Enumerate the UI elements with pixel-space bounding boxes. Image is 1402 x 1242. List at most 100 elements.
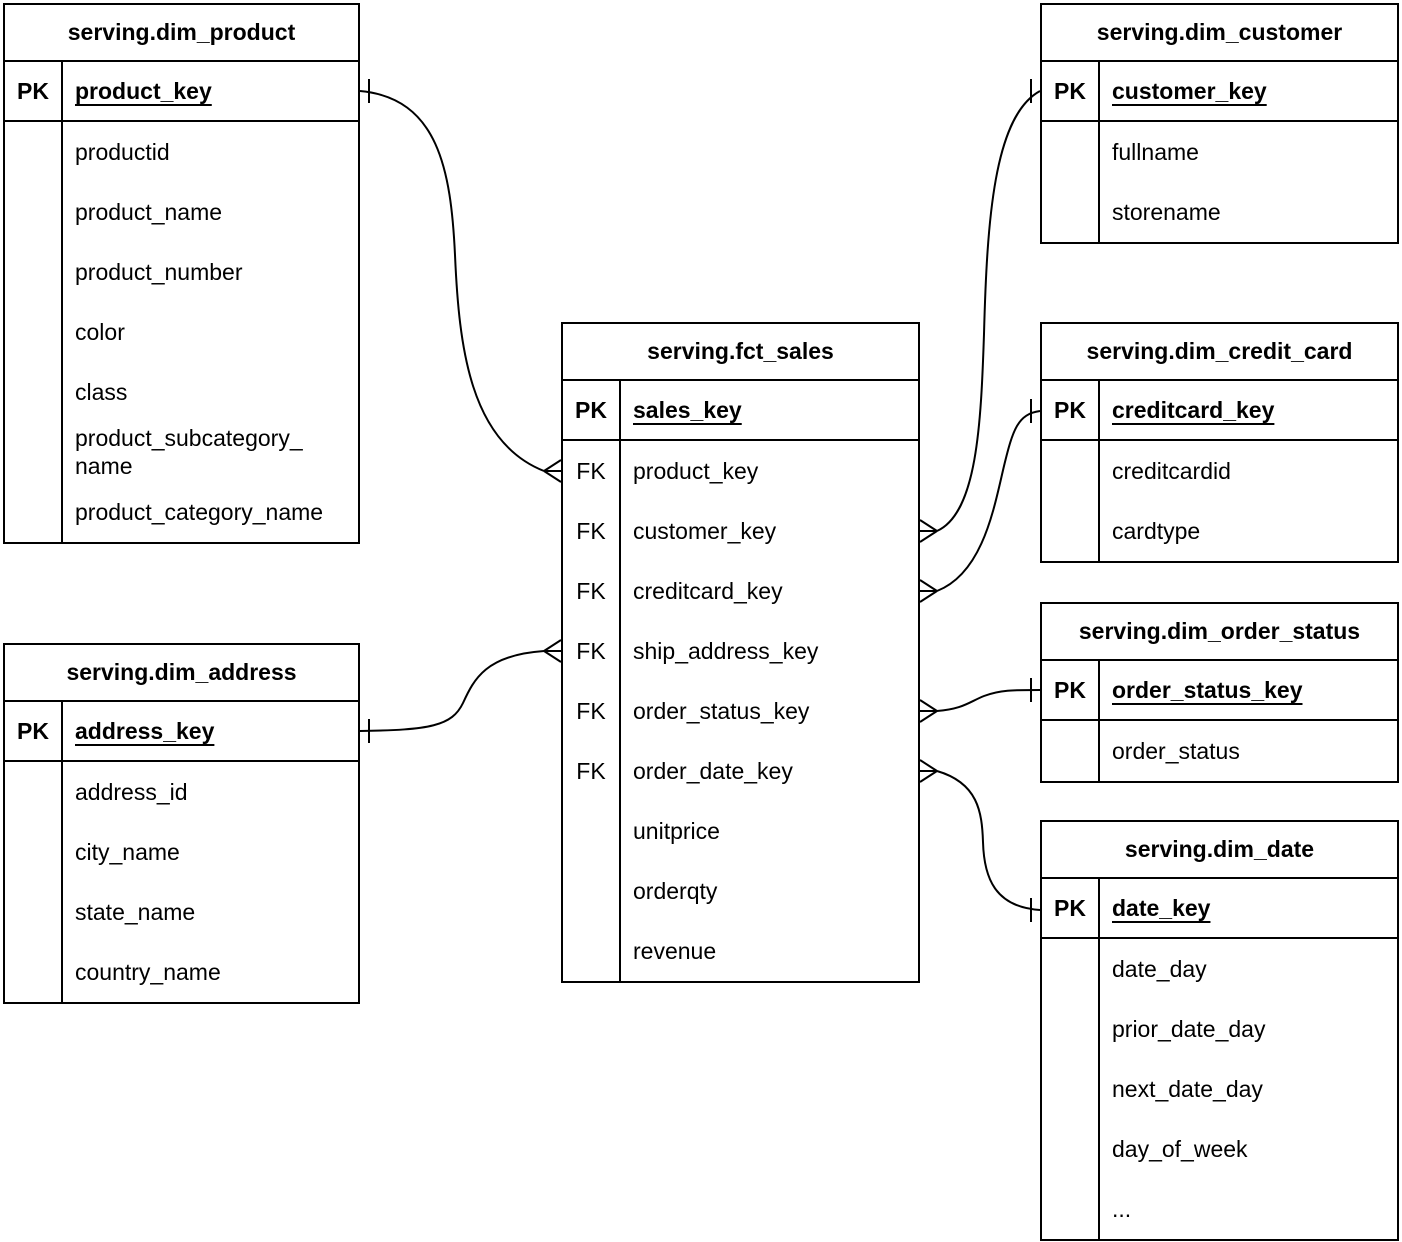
field-row: city_name — [5, 822, 358, 882]
badge-cell-empty — [1042, 441, 1100, 501]
field-name: city_name — [75, 839, 180, 865]
field-name: ... — [1112, 1196, 1132, 1222]
field-name: order_date_key — [633, 758, 793, 784]
field-row: country_name — [5, 942, 358, 1002]
relationship-line — [359, 650, 545, 732]
crow-foot-icon — [919, 759, 938, 783]
field-name: ship_address_key — [633, 638, 819, 664]
pk-field-cell: product_key — [63, 62, 358, 120]
field-name: day_of_week — [1112, 1136, 1248, 1162]
field-row: storename — [1042, 182, 1397, 242]
field-name: fullname — [1112, 139, 1199, 165]
crow-foot-icon — [919, 519, 938, 543]
badge-cell-empty — [1042, 182, 1100, 242]
field-name: productid — [75, 139, 170, 165]
field-name: color — [75, 319, 125, 345]
field-name: date_day — [1112, 956, 1207, 982]
field-name: product_key — [633, 458, 759, 484]
pk-badge: PK — [1042, 381, 1100, 439]
badge-cell-empty — [5, 242, 63, 302]
relationship-line — [359, 90, 545, 472]
pk-field-cell: sales_key — [621, 381, 918, 439]
field-name: storename — [1112, 199, 1221, 225]
field-row: date_day — [1042, 939, 1397, 999]
field-row: fullname — [1042, 122, 1397, 182]
field-row: FK creditcard_key — [563, 561, 918, 621]
pk-field: sales_key — [633, 396, 742, 423]
badge-cell-empty — [563, 861, 621, 921]
pk-field-cell: creditcard_key — [1100, 381, 1397, 439]
field-name: unitprice — [633, 818, 720, 844]
crow-foot-icon — [543, 639, 562, 663]
badge-cell-empty — [1042, 1059, 1100, 1119]
field-row: orderqty — [563, 861, 918, 921]
badge-cell-empty — [1042, 501, 1100, 561]
pk-badge: PK — [1042, 661, 1100, 719]
table-title: serving.dim_order_status — [1042, 604, 1397, 661]
field-row: product_subcategory_name — [5, 422, 358, 482]
table-title: serving.dim_credit_card — [1042, 324, 1397, 381]
pk-badge: PK — [5, 702, 63, 760]
relationship-product — [359, 79, 562, 483]
pk-row: PK customer_key — [1042, 62, 1397, 122]
relationship-line — [936, 689, 1041, 712]
field-name: address_id — [75, 779, 188, 805]
field-row: day_of_week — [1042, 1119, 1397, 1179]
fk-badge: FK — [563, 501, 621, 561]
fk-badge: FK — [563, 621, 621, 681]
pk-field-cell: order_status_key — [1100, 661, 1397, 719]
crow-foot-icon — [543, 459, 562, 483]
badge-cell-empty — [1042, 1179, 1100, 1239]
fk-badge: FK — [563, 441, 621, 501]
relationship-customer — [919, 79, 1041, 543]
badge-cell-empty — [1042, 999, 1100, 1059]
badge-cell-empty — [1042, 122, 1100, 182]
field-row: revenue — [563, 921, 918, 981]
field-name: creditcardid — [1112, 458, 1231, 484]
field-name: creditcard_key — [633, 578, 783, 604]
field-row: state_name — [5, 882, 358, 942]
field-row: cardtype — [1042, 501, 1397, 561]
badge-cell-empty — [563, 921, 621, 981]
relationship-line — [936, 770, 1041, 911]
field-row: ... — [1042, 1179, 1397, 1239]
field-name: product_name — [75, 199, 223, 225]
badge-cell-empty — [5, 882, 63, 942]
field-name: product_number — [75, 259, 243, 285]
field-row: order_status — [1042, 721, 1397, 781]
pk-field: date_key — [1112, 894, 1211, 921]
badge-cell-empty — [5, 122, 63, 182]
field-row: class — [5, 362, 358, 422]
badge-cell-empty — [563, 801, 621, 861]
relationship-order-status — [919, 678, 1041, 723]
field-row: color — [5, 302, 358, 362]
pk-field: product_key — [75, 77, 212, 104]
badge-cell-empty — [5, 182, 63, 242]
field-row: next_date_day — [1042, 1059, 1397, 1119]
badge-cell-empty — [5, 942, 63, 1002]
field-row: address_id — [5, 762, 358, 822]
pk-field-cell: customer_key — [1100, 62, 1397, 120]
crow-foot-icon — [919, 579, 938, 603]
field-name: orderqty — [633, 878, 718, 904]
field-row: creditcardid — [1042, 441, 1397, 501]
table-title: serving.dim_customer — [1042, 5, 1397, 62]
field-name: order_status_key — [633, 698, 810, 724]
pk-badge: PK — [563, 381, 621, 439]
pk-badge: PK — [1042, 62, 1100, 120]
field-row: FK product_key — [563, 441, 918, 501]
fk-badge: FK — [563, 561, 621, 621]
pk-field: customer_key — [1112, 77, 1267, 104]
badge-cell-empty — [5, 302, 63, 362]
field-row: unitprice — [563, 801, 918, 861]
